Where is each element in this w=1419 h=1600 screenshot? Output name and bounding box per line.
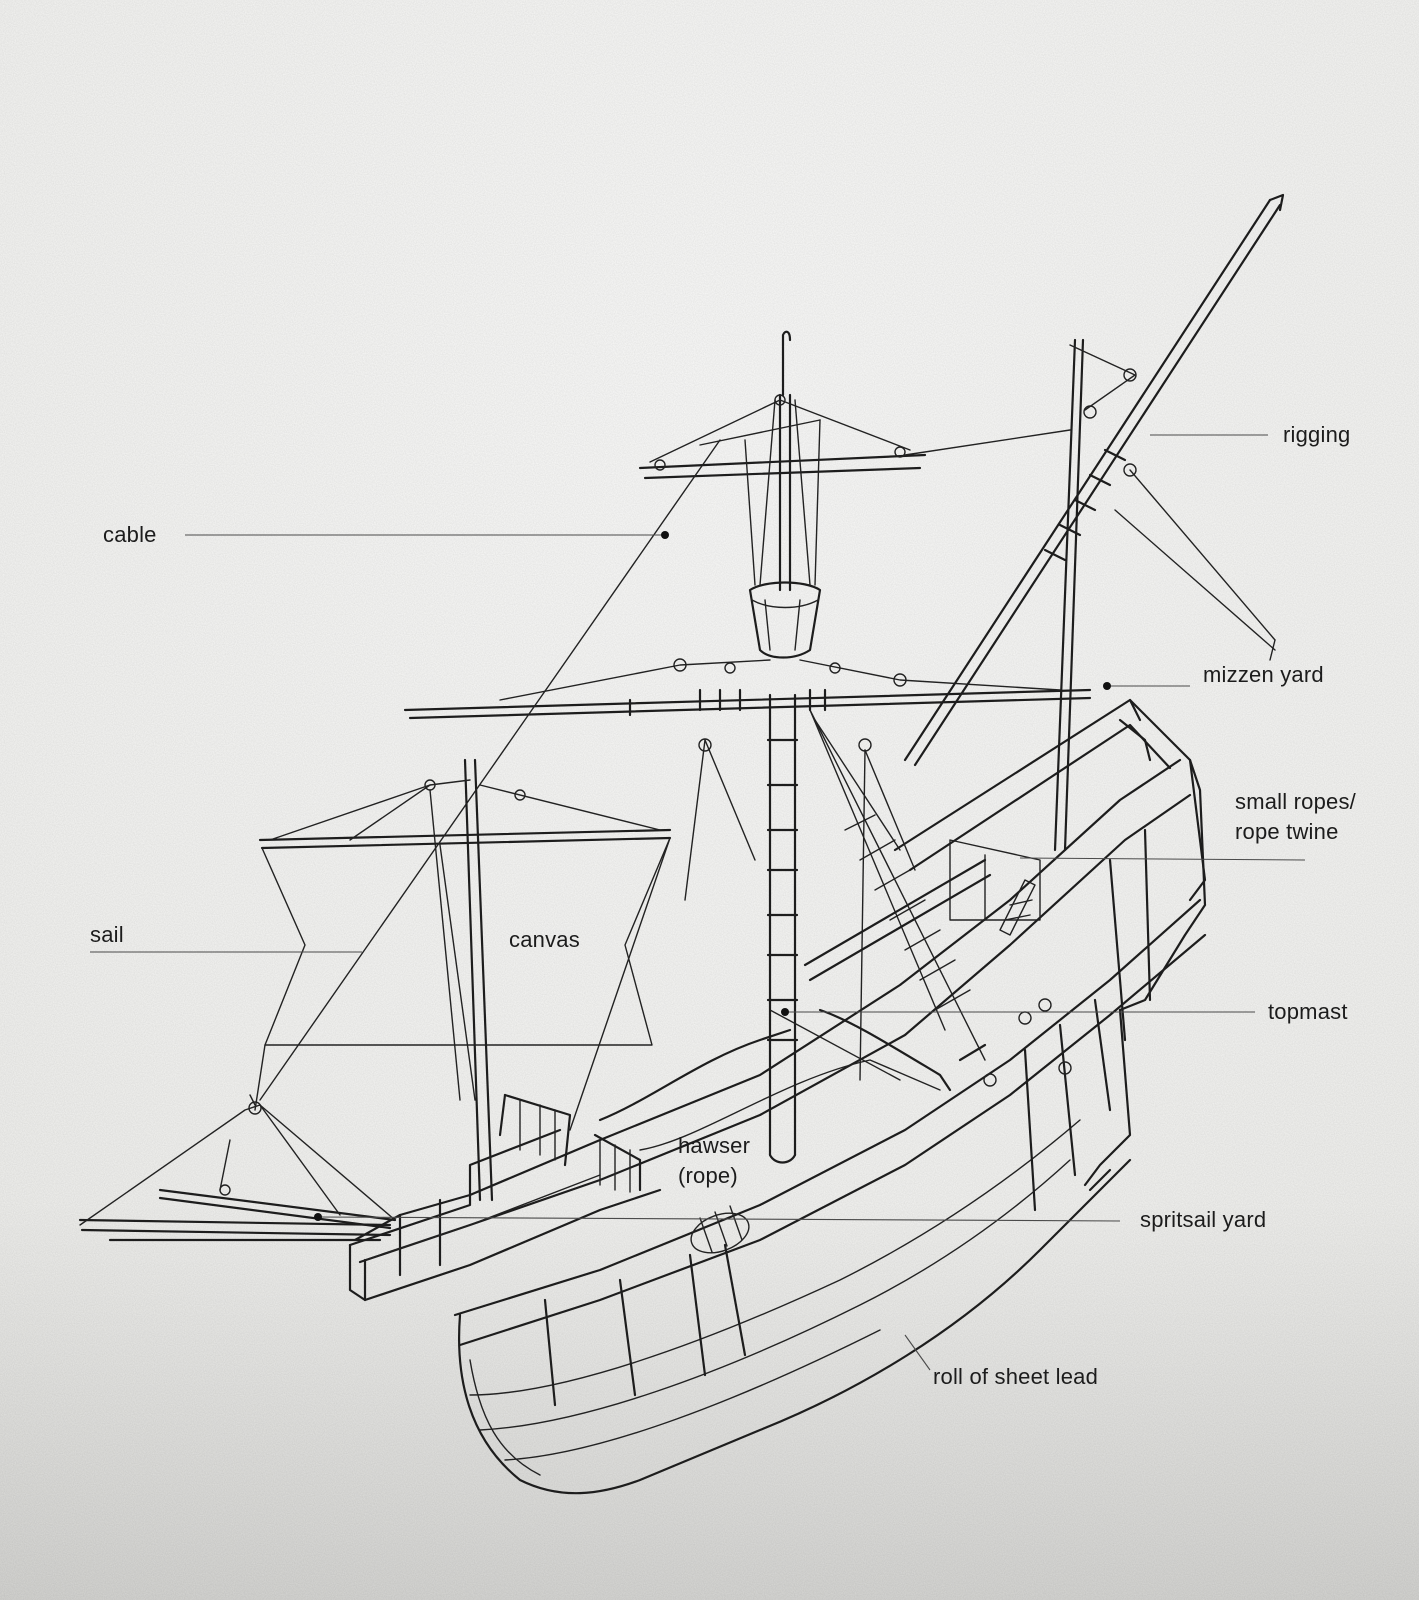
fore-mast (258, 758, 672, 1202)
label-hawser: hawser (rope) (678, 1133, 751, 1188)
label-topmast: topmast (1268, 999, 1348, 1024)
cable-line (259, 439, 721, 1101)
label-mizzen-yard: mizzen yard (1203, 662, 1324, 687)
sail-outline (254, 837, 671, 1131)
mizzen-mast (903, 193, 1285, 852)
label-spritsail-yard: spritsail yard (1140, 1207, 1267, 1232)
label-sail: sail (90, 922, 124, 947)
bowsprit (78, 1094, 397, 1242)
main-mast (403, 330, 1092, 1164)
stern-castle (893, 698, 1207, 1192)
label-small-ropes: small ropes/ rope twine (1235, 789, 1356, 844)
label-cable: cable (103, 522, 157, 547)
label-rigging: rigging (1283, 422, 1351, 447)
forecastle (348, 1093, 662, 1302)
barrel (690, 1205, 750, 1254)
label-canvas: canvas (509, 927, 580, 952)
leader-lines (90, 434, 1306, 1371)
label-roll-of-sheet-lead: roll of sheet lead (933, 1364, 1099, 1389)
